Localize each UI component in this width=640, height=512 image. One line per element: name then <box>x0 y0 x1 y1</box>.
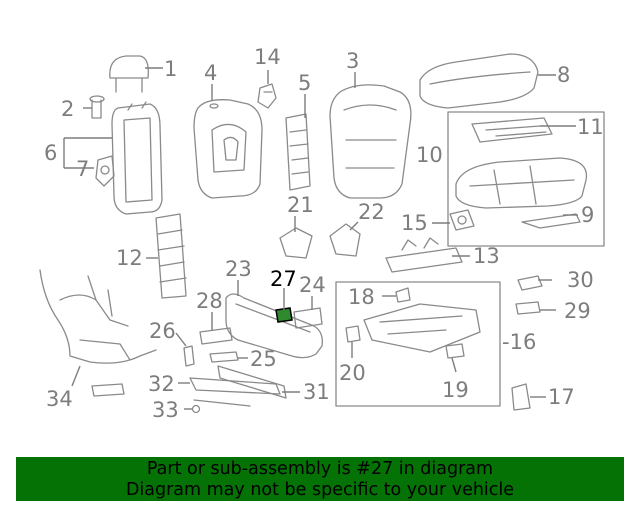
banner-line-part-info: Part or sub-assembly is #27 in diagram <box>146 459 494 479</box>
recliner-part <box>95 155 115 187</box>
cap-25-part <box>209 351 239 363</box>
callout-8[interactable]: 8 <box>557 63 570 87</box>
wiring-harness-part <box>39 269 157 397</box>
seat-back-frame-part <box>111 101 163 215</box>
bracket-21-part <box>279 227 313 259</box>
callout-9[interactable]: 9 <box>581 203 594 227</box>
callout-20[interactable]: 20 <box>339 361 366 385</box>
callout-29[interactable]: 29 <box>564 299 591 323</box>
headrest-part <box>109 55 149 93</box>
switch-24-part <box>293 307 323 329</box>
callout-10[interactable]: 10 <box>416 143 443 167</box>
callout-4[interactable]: 4 <box>204 61 217 85</box>
callout-16[interactable]: -16 <box>502 330 536 354</box>
callout-labels: 1 2 3 4 5 6 7 8 9 10 11 12 13 14 15 -16 … <box>44 45 604 422</box>
callout-27[interactable]: 27 <box>270 267 297 291</box>
seat-frame-box <box>335 281 501 407</box>
bracket-17-part <box>511 383 531 411</box>
escutcheon-28-part <box>199 327 233 345</box>
callout-19[interactable]: 19 <box>442 378 469 402</box>
callout-15[interactable]: 15 <box>401 211 428 235</box>
part-27-highlighted[interactable] <box>275 307 293 323</box>
bracket-22-part <box>329 223 361 257</box>
callout-18[interactable]: 18 <box>348 285 375 309</box>
bracket-29-part <box>515 301 541 315</box>
callout-13[interactable]: 13 <box>473 244 500 268</box>
finisher-panels-part <box>189 365 287 407</box>
callout-24[interactable]: 24 <box>299 273 326 297</box>
callout-26[interactable]: 26 <box>149 319 176 343</box>
heater-pad-part <box>285 113 311 191</box>
part-27-shape[interactable] <box>275 307 293 323</box>
callout-1[interactable]: 1 <box>164 57 177 81</box>
callout-32[interactable]: 32 <box>148 372 175 396</box>
headrest-guide-part <box>89 95 105 119</box>
seat-back-panel-part <box>193 99 263 199</box>
callout-11[interactable]: 11 <box>577 115 604 139</box>
cushion-group-box <box>447 111 605 247</box>
callout-28[interactable]: 28 <box>196 289 223 313</box>
leader-lines <box>63 67 578 410</box>
lumbar-support-part <box>155 213 187 299</box>
diagram-notice-banner: Part or sub-assembly is #27 in diagram D… <box>16 457 624 501</box>
banner-line-disclaimer: Diagram may not be specific to your vehi… <box>125 480 515 500</box>
callout-34[interactable]: 34 <box>46 387 73 411</box>
callout-33[interactable]: 33 <box>152 398 179 422</box>
callout-23[interactable]: 23 <box>225 257 252 281</box>
track-13-part <box>385 237 463 273</box>
callout-5[interactable]: 5 <box>298 71 311 95</box>
seat-cushion-cover-part <box>419 53 539 109</box>
callout-25[interactable]: 25 <box>250 347 277 371</box>
parts-diagram: 1 2 3 4 5 6 7 8 9 10 11 12 13 14 15 -16 … <box>39 45 605 422</box>
bracket-30-part <box>517 275 543 291</box>
callout-30[interactable]: 30 <box>567 268 594 292</box>
callout-7[interactable]: 7 <box>76 157 89 181</box>
callout-31[interactable]: 31 <box>303 380 330 404</box>
callout-3[interactable]: 3 <box>346 49 359 73</box>
callout-6[interactable]: 6 <box>44 141 57 165</box>
callout-2[interactable]: 2 <box>61 97 74 121</box>
switch-15-part <box>449 209 475 231</box>
callout-14[interactable]: 14 <box>254 45 281 69</box>
callout-17[interactable]: 17 <box>548 385 575 409</box>
wire-clip-part <box>257 83 277 109</box>
callout-22[interactable]: 22 <box>358 200 385 224</box>
seat-back-cover-part <box>329 84 412 199</box>
screw-33-part <box>191 404 201 414</box>
callout-21[interactable]: 21 <box>287 193 314 217</box>
knob-26-part <box>183 345 195 367</box>
callout-12[interactable]: 12 <box>116 246 143 270</box>
